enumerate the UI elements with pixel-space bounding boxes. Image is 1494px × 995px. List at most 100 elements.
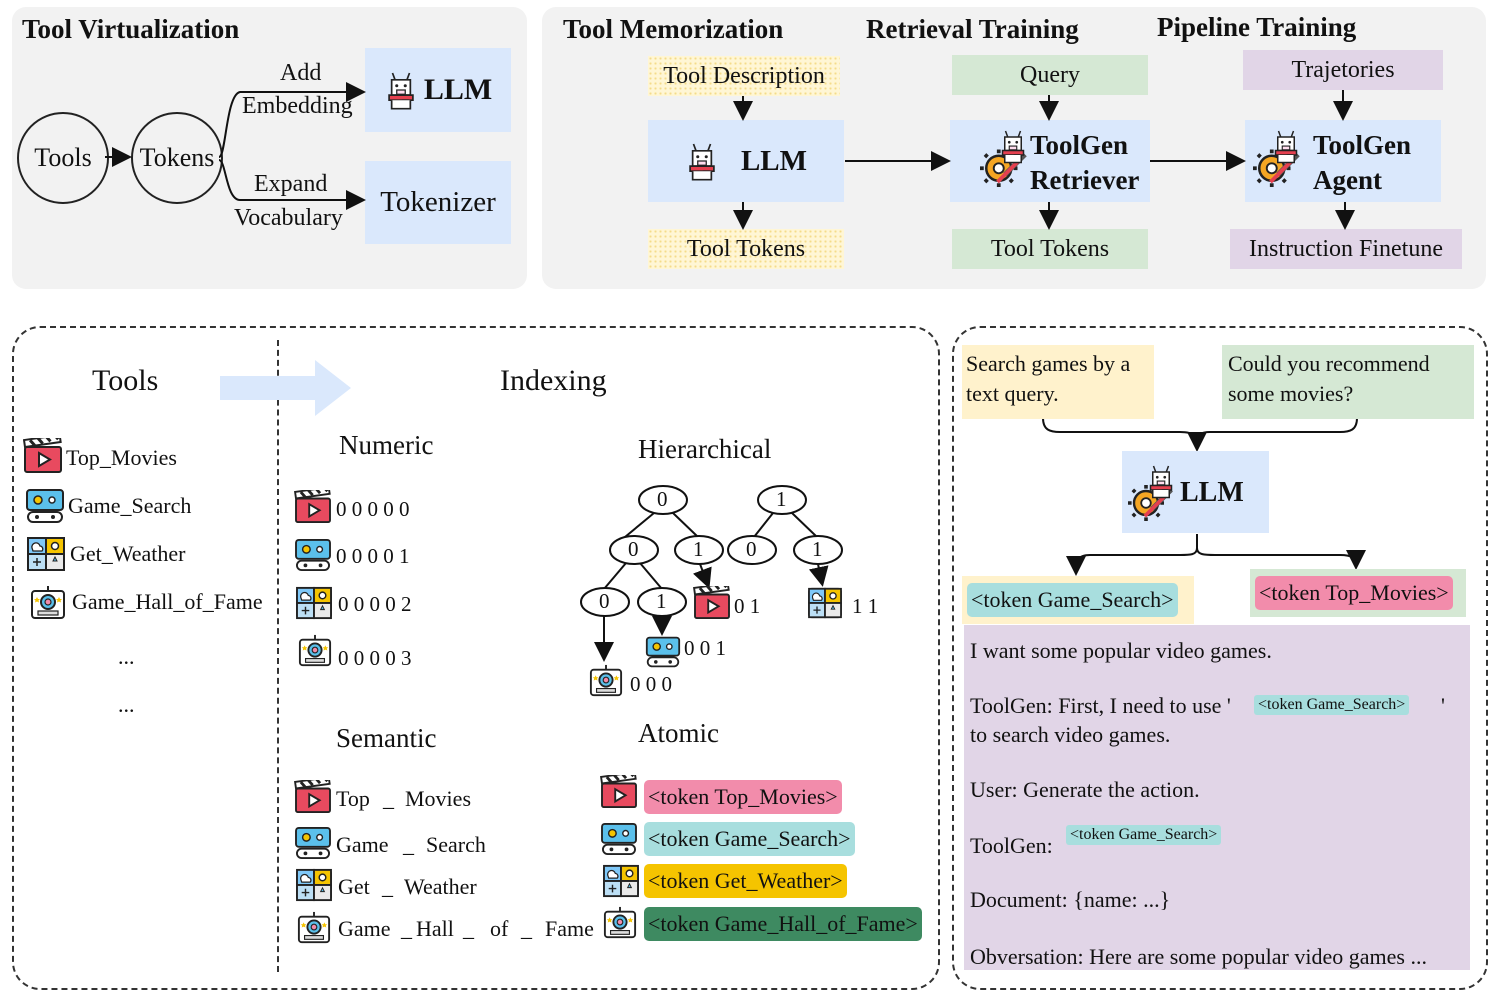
memorization-output-box: Tool Tokens xyxy=(648,229,844,269)
semantic-row-3-w1: Get xyxy=(338,874,370,899)
ellipsis-1: ... xyxy=(118,644,135,669)
tree-node-label: 1 xyxy=(693,537,704,561)
llama-icon xyxy=(1146,463,1176,499)
dialog-box xyxy=(964,625,1470,970)
toolgen-retriever-box: ToolGen Retriever xyxy=(950,120,1150,202)
retriever-label-2: Retriever xyxy=(1030,165,1140,195)
inference-token-top-movies: <token Top_Movies> xyxy=(1255,576,1453,610)
numeric-code-4: 0 0 0 0 3 xyxy=(338,646,412,670)
expand-label: Expand xyxy=(254,171,328,197)
semantic-row-4-w1: Game xyxy=(338,916,391,941)
movie-clapper-icon xyxy=(294,490,332,524)
movie-clapper-icon xyxy=(693,586,731,620)
movie-clapper-icon xyxy=(600,775,638,809)
retrieval-training-title: Retrieval Training xyxy=(866,14,1079,44)
semantic-row-4-s2: _ xyxy=(463,916,474,941)
dialog-toolgen-1-token: <token Game_Search> xyxy=(1254,695,1410,715)
dialog-user-request: I want some popular video games. xyxy=(970,638,1272,663)
movie-clapper-icon xyxy=(294,780,332,814)
llm-label: LLM xyxy=(423,73,493,106)
agent-label-2: Agent xyxy=(1313,165,1382,195)
retriever-label-1: ToolGen xyxy=(1030,130,1129,160)
dialog-document: Document: {name: ...} xyxy=(970,887,1171,912)
tool-item-get-weather: Get_Weather xyxy=(70,541,186,566)
gamepad-icon xyxy=(25,488,65,524)
inference-llm-box: LLM xyxy=(1122,451,1269,533)
gamepad-icon xyxy=(294,538,332,572)
tools-heading: Tools xyxy=(92,364,159,397)
llama-icon xyxy=(998,128,1028,164)
semantic-row-1-w1: Top xyxy=(336,786,370,811)
numeric-code-3: 0 0 0 0 2 xyxy=(338,592,412,616)
memorization-llm-label: LLM xyxy=(740,144,808,177)
hall-of-fame-icon xyxy=(28,585,68,621)
numeric-code-1: 0 0 0 0 0 xyxy=(336,497,410,521)
tree-node-label: 1 xyxy=(776,487,787,511)
gamepad-icon xyxy=(294,826,332,860)
tree-node-label: 0 xyxy=(628,537,639,561)
tokens-circle: Tokens xyxy=(131,112,223,204)
hall-of-fame-icon xyxy=(601,906,639,940)
semantic-row-2-s1: _ xyxy=(403,832,414,857)
movie-clapper-icon xyxy=(23,438,63,474)
atomic-token-get-weather: <token Get_Weather> xyxy=(644,864,847,898)
gamepad-icon xyxy=(600,822,638,856)
query-box: Query xyxy=(952,55,1148,95)
vocabulary-label: Vocabulary xyxy=(234,205,343,231)
inference-token-game-search: <token Game_Search> xyxy=(967,583,1178,617)
hier-code-top-movies: 0 1 xyxy=(734,594,761,618)
agent-label-1: ToolGen xyxy=(1313,130,1412,160)
tool-virtualization-title: Tool Virtualization xyxy=(22,14,240,44)
weather-icon xyxy=(295,868,333,902)
semantic-row-3-w2: Weather xyxy=(404,874,477,899)
retrieval-output-box: Tool Tokens xyxy=(952,229,1148,269)
hier-code-get-weather: 1 1 xyxy=(852,594,879,618)
tool-memorization-title: Tool Memorization xyxy=(563,14,784,44)
semantic-heading: Semantic xyxy=(336,723,437,753)
hall-of-fame-icon xyxy=(296,634,334,668)
tool-item-top-movies: Top_Movies xyxy=(66,445,177,470)
inference-llm-label: LLM xyxy=(1180,477,1244,508)
hierarchical-heading: Hierarchical xyxy=(638,434,772,464)
indexing-panel xyxy=(12,326,940,990)
semantic-row-4-w2: Hall xyxy=(416,916,454,941)
numeric-heading: Numeric xyxy=(339,430,434,460)
dialog-toolgen-1-line2: to search video games. xyxy=(970,722,1171,747)
query-2-box: Could you recommend some movies? xyxy=(1222,345,1474,419)
tool-item-game-hall-of-fame: Game_Hall_of_Fame xyxy=(72,589,263,614)
atomic-token-top-movies: <token Top_Movies> xyxy=(644,780,842,814)
weather-icon xyxy=(26,536,66,572)
semantic-row-3-s1: _ xyxy=(382,874,393,899)
semantic-row-4-s1: _ xyxy=(401,916,412,941)
semantic-row-1-s1: _ xyxy=(383,786,394,811)
atomic-token-game-hall-of-fame: <token Game_Hall_of_Fame> xyxy=(644,907,922,941)
hier-code-hall-of-fame: 0 0 0 xyxy=(630,672,672,696)
arrow-right-icon xyxy=(220,360,351,416)
tools-circle: Tools xyxy=(17,112,109,204)
indexing-heading: Indexing xyxy=(500,364,607,397)
memorization-llm-box: LLM xyxy=(648,120,844,202)
dialog-observation: Obversation: Here are some popular video… xyxy=(970,944,1427,969)
tree-node-label: 1 xyxy=(812,537,823,561)
dialog-toolgen-2-token: <token Game_Search> xyxy=(1066,825,1222,845)
instruction-finetune-box: Instruction Finetune xyxy=(1230,229,1462,269)
toolgen-agent-box: ToolGen Agent xyxy=(1245,120,1441,202)
ellipsis-2: ... xyxy=(118,692,135,717)
atomic-heading: Atomic xyxy=(638,718,719,748)
numeric-code-2: 0 0 0 0 1 xyxy=(336,544,410,568)
weather-icon xyxy=(602,864,640,898)
semantic-row-1-w2: Movies xyxy=(405,786,471,811)
semantic-row-2-w2: Search xyxy=(426,832,486,857)
gamepad-icon xyxy=(645,635,681,669)
embedding-label: Embedding xyxy=(242,93,353,119)
dialog-toolgen-1-post: ' xyxy=(1441,693,1445,718)
pipeline-training-title: Pipeline Training xyxy=(1157,12,1357,42)
hall-of-fame-icon xyxy=(587,664,625,698)
add-label: Add xyxy=(280,60,322,86)
hall-of-fame-icon xyxy=(295,911,333,945)
tokenizer-box: Tokenizer xyxy=(365,161,511,244)
tools-divider xyxy=(277,340,279,972)
hier-code-game-search: 0 0 1 xyxy=(684,636,726,660)
inference-panel xyxy=(952,326,1488,990)
query-1-box: Search games by a text query. xyxy=(962,345,1154,419)
